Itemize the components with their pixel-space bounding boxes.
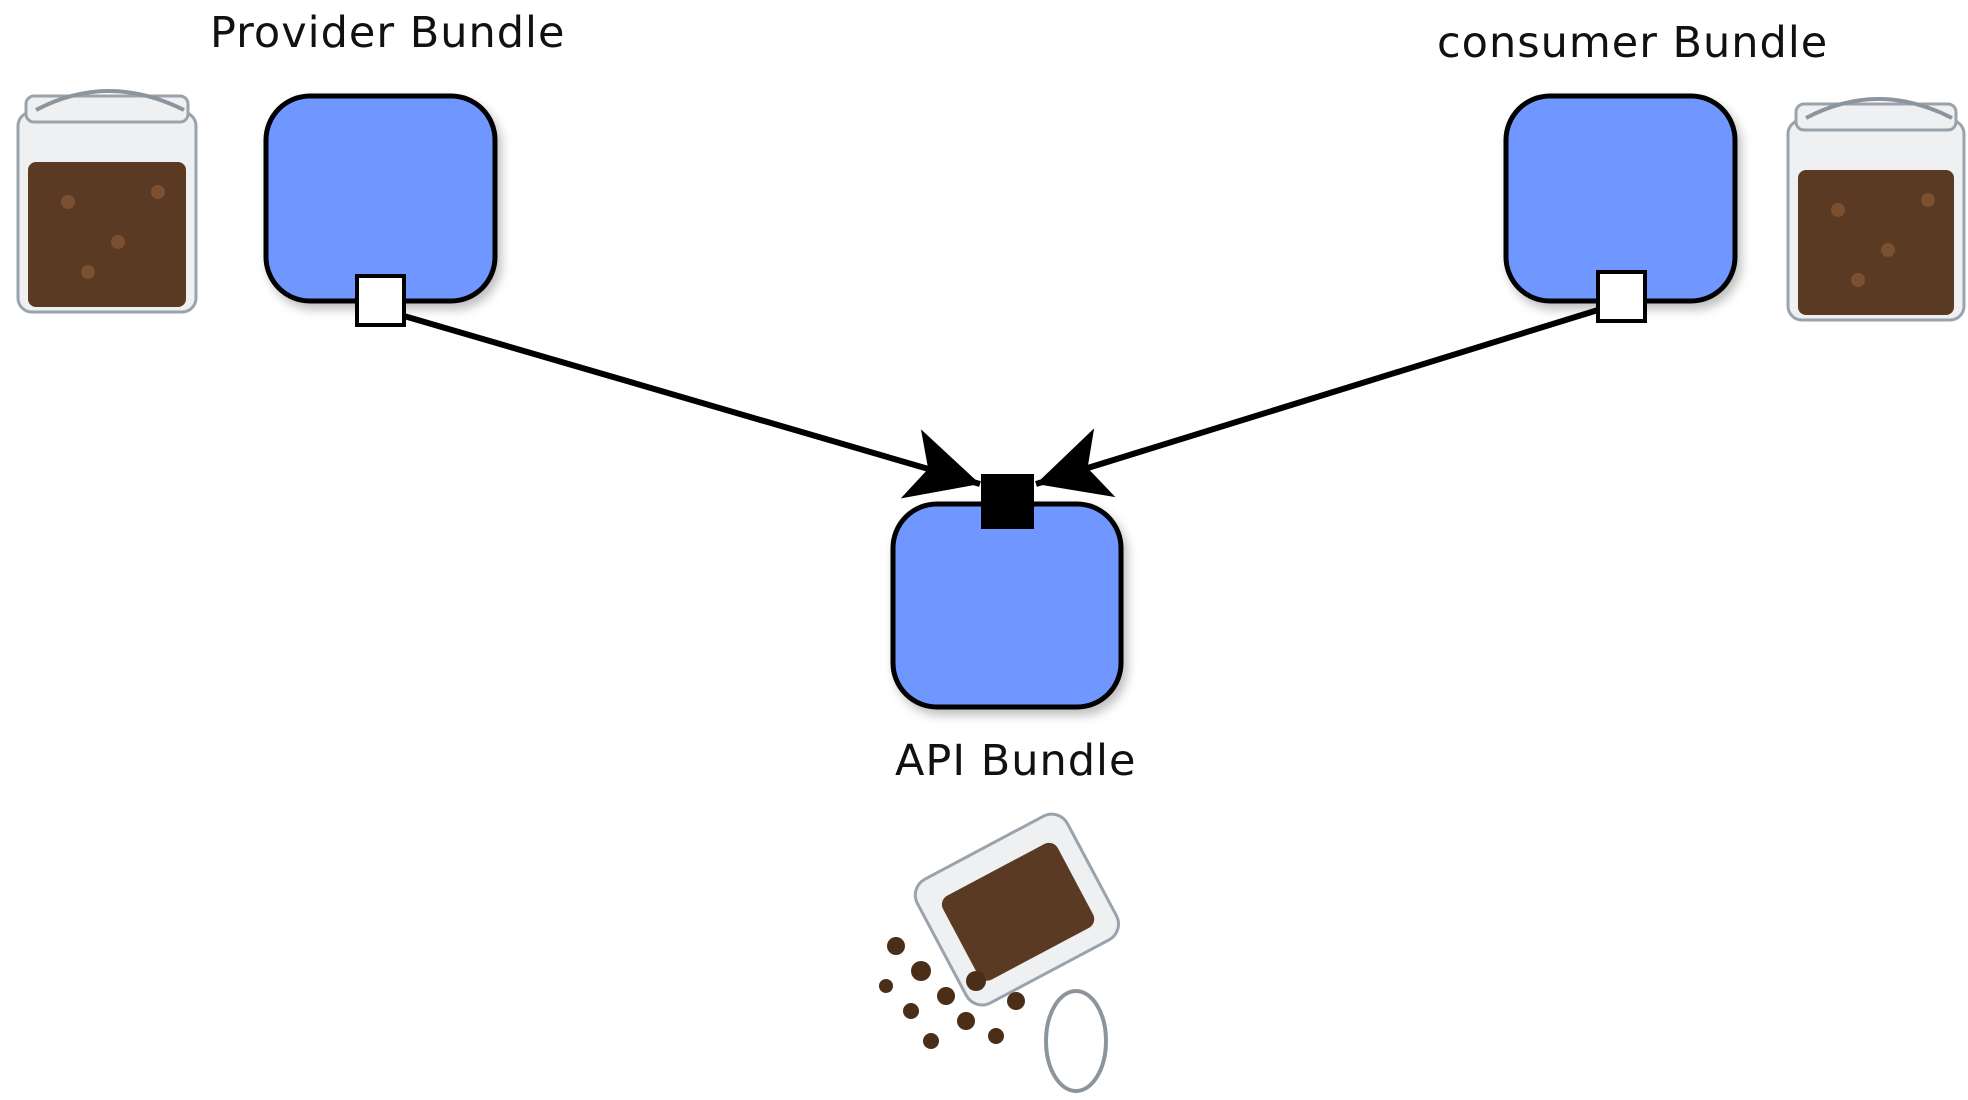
- consumer-bundle-label: consumer Bundle: [1437, 18, 1828, 68]
- provider-jar-icon: [16, 89, 198, 314]
- consumer-jar-icon: [1786, 97, 1966, 322]
- spilled-jar-icon: [879, 812, 1120, 1093]
- api-bundle-box[interactable]: [890, 501, 1124, 710]
- provider-import-port[interactable]: [355, 274, 406, 327]
- provider-bundle-label: Provider Bundle: [210, 8, 565, 58]
- api-export-port[interactable]: [981, 474, 1034, 529]
- api-bundle-label: API Bundle: [895, 736, 1136, 786]
- consumer-import-port[interactable]: [1596, 270, 1647, 323]
- consumer-to-api-arrow: [1035, 307, 1599, 498]
- provider-to-api-arrow: [403, 313, 981, 499]
- provider-bundle-box[interactable]: [263, 93, 498, 304]
